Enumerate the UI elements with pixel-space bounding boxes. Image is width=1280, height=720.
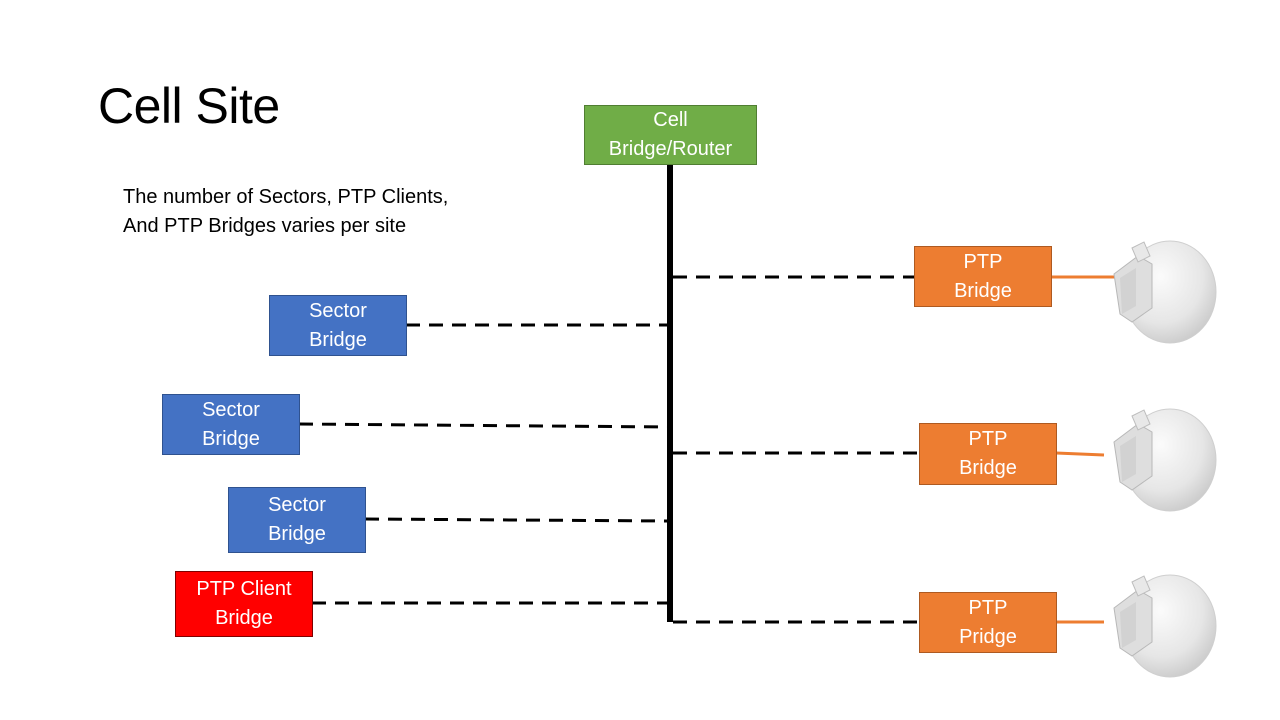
ptp-client-bridge-line-1: PTP Client bbox=[196, 578, 292, 600]
site-note: The number of Sectors, PTP Clients, And … bbox=[123, 183, 448, 241]
ptp-bridge-2-line-1: PTP bbox=[968, 428, 1008, 450]
ptp-bridge-1: PTP Bridge bbox=[914, 246, 1052, 307]
sector-bridge-2: Sector Bridge bbox=[162, 394, 300, 455]
site-note-line-1: The number of Sectors, PTP Clients, bbox=[123, 186, 449, 208]
ptp-client-bridge: PTP Client Bridge bbox=[175, 571, 313, 637]
radio-dish-icon bbox=[1113, 574, 1217, 678]
ptp-bridge-1-line-1: PTP bbox=[963, 250, 1003, 273]
sector-bridge-1-line-2: Bridge bbox=[309, 328, 367, 351]
sector-bridge-1: Sector Bridge bbox=[269, 295, 407, 356]
cell-bridge-router-line-1: Cell bbox=[653, 109, 688, 131]
ptp-bridge-2: PTP Bridge bbox=[919, 423, 1057, 485]
sector-bridge-2-line-2: Bridge bbox=[202, 427, 260, 450]
ptp-bridge-3-line-2: Pridge bbox=[959, 625, 1017, 648]
radio-dish-icon bbox=[1113, 408, 1217, 512]
ptp-bridge-2-line-2: Bridge bbox=[959, 457, 1017, 479]
ptp-bridge-1-line-2: Bridge bbox=[954, 279, 1012, 302]
site-note-line-2: And PTP Bridges varies per site bbox=[123, 215, 407, 237]
slide-title: Cell Site bbox=[98, 78, 280, 134]
ptp-bridge-3: PTP Pridge bbox=[919, 592, 1057, 653]
cell-bridge-router: Cell Bridge/Router bbox=[584, 105, 757, 165]
sector-bridge-1-line-1: Sector bbox=[309, 299, 367, 322]
antenna-cable-2 bbox=[1055, 451, 1105, 457]
sector-bridge-3-line-1: Sector bbox=[268, 494, 326, 516]
link-sector-2 bbox=[298, 422, 668, 429]
ptp-client-bridge-line-2: Bridge bbox=[215, 607, 273, 629]
cell-bridge-router-line-2: Bridge/Router bbox=[608, 138, 733, 160]
sector-bridge-3-line-2: Bridge bbox=[268, 523, 326, 545]
ptp-bridge-3-line-1: PTP bbox=[968, 596, 1008, 619]
sector-bridge-3: Sector Bridge bbox=[228, 487, 366, 553]
link-sector-3 bbox=[364, 517, 668, 523]
radio-dish-icon bbox=[1113, 240, 1217, 344]
sector-bridge-2-line-1: Sector bbox=[202, 398, 260, 421]
